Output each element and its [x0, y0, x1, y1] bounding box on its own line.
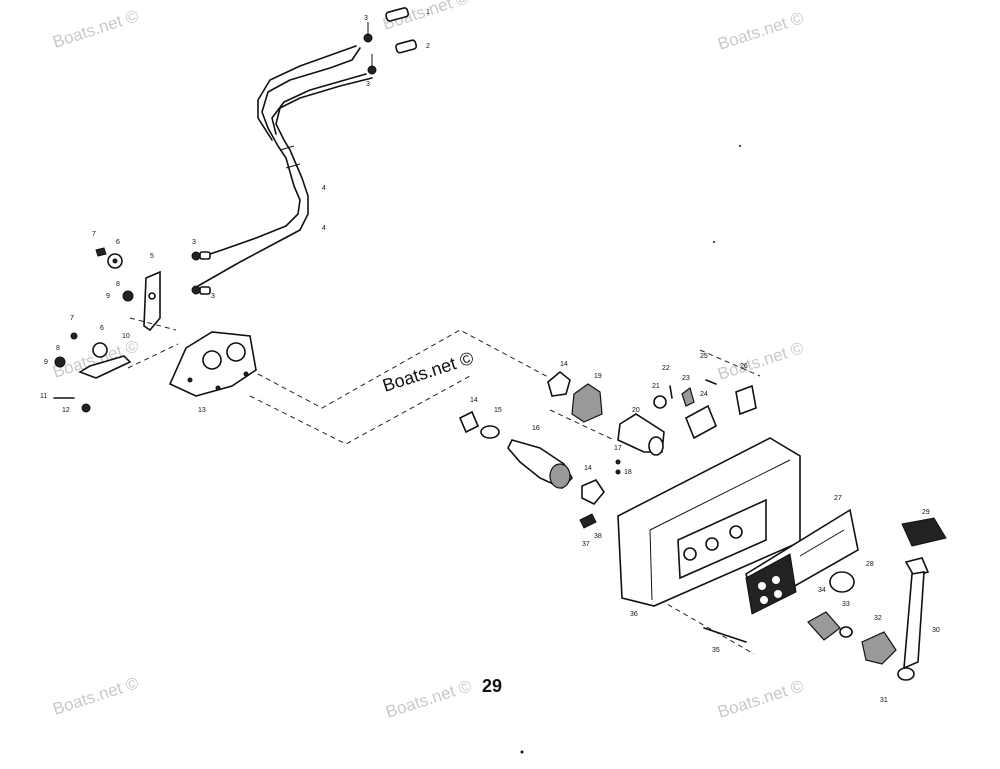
- callout: 3: [211, 293, 215, 300]
- callout: 15: [494, 407, 502, 414]
- callout: 27: [834, 495, 842, 502]
- callout: 16: [532, 425, 540, 432]
- cover-plate: [745, 508, 859, 615]
- callout: 14: [584, 465, 592, 472]
- callout: 24: [700, 391, 708, 398]
- callout: 36: [630, 611, 638, 618]
- callout: 9: [44, 359, 48, 366]
- callout: 3: [192, 239, 196, 246]
- watermark-bottom-left: Boats.net ©: [50, 673, 141, 719]
- callout: 8: [116, 281, 120, 288]
- control-bracket-assembly: [53, 247, 257, 413]
- assembly-guide-lines: [127, 317, 761, 655]
- callout: 3: [366, 81, 370, 88]
- callout: 6: [116, 239, 120, 246]
- callout: 32: [874, 615, 882, 622]
- callout: 14: [470, 397, 478, 404]
- callout: 13: [198, 407, 206, 414]
- watermark-center: Boats.net ©: [380, 348, 476, 396]
- callout: 14: [560, 361, 568, 368]
- callout: 37: [582, 541, 590, 548]
- callout: 17: [614, 445, 622, 452]
- callout: 7: [92, 231, 96, 238]
- callout: 18: [624, 469, 632, 476]
- callout: 38: [594, 533, 602, 540]
- callout: 31: [880, 697, 888, 704]
- cable-end-fittings-left: [191, 251, 211, 295]
- callout: 4: [322, 185, 326, 192]
- watermark-mid-right: Boats.net ©: [715, 338, 806, 384]
- callout: 34: [818, 587, 826, 594]
- page-number: 29: [482, 676, 502, 696]
- callout: 6: [100, 325, 104, 332]
- shaft-and-bushings: [458, 370, 665, 529]
- callout: 10: [122, 333, 130, 340]
- callout: 7: [70, 315, 74, 322]
- callout: 23: [682, 375, 690, 382]
- callout: 28: [866, 561, 874, 568]
- part-callouts: 1 2 3 3 3 3 4 4 5 6 6 7 7 8 8 9 9 10 11 …: [40, 9, 940, 704]
- callout: 11: [40, 393, 47, 400]
- control-cables: [197, 45, 373, 287]
- long-screw: [703, 627, 747, 643]
- callout: 12: [62, 407, 70, 414]
- callout: 33: [842, 601, 850, 608]
- callout: 4: [322, 225, 326, 232]
- callout: 21: [652, 383, 660, 390]
- callout: 30: [932, 627, 940, 634]
- callout: 35: [712, 647, 720, 654]
- callout: 2: [426, 43, 430, 50]
- callout: 26: [740, 363, 748, 370]
- watermark-top-right: Boats.net ©: [715, 8, 806, 54]
- callout: 22: [662, 365, 670, 372]
- callout: 25: [700, 353, 708, 360]
- watermark-bottom-right: Boats.net ©: [715, 676, 806, 722]
- callout: 29: [922, 509, 930, 516]
- callout: 19: [594, 373, 602, 380]
- control-handle: [807, 517, 947, 681]
- watermark-group: Boats.net © Boats.net © Boats.net © Boat…: [50, 0, 806, 722]
- cable-end-fittings-top: [363, 7, 418, 75]
- callout: 8: [56, 345, 60, 352]
- callout: 5: [150, 253, 154, 260]
- control-box-housing: [617, 437, 801, 607]
- callout: 20: [632, 407, 640, 414]
- callout: 3: [364, 15, 368, 22]
- callout: 9: [106, 293, 110, 300]
- watermark-bottom-middle: Boats.net ©: [383, 676, 474, 722]
- watermark-top-left: Boats.net ©: [50, 6, 141, 52]
- detent-hardware: [653, 379, 757, 440]
- callout: 1: [426, 9, 430, 16]
